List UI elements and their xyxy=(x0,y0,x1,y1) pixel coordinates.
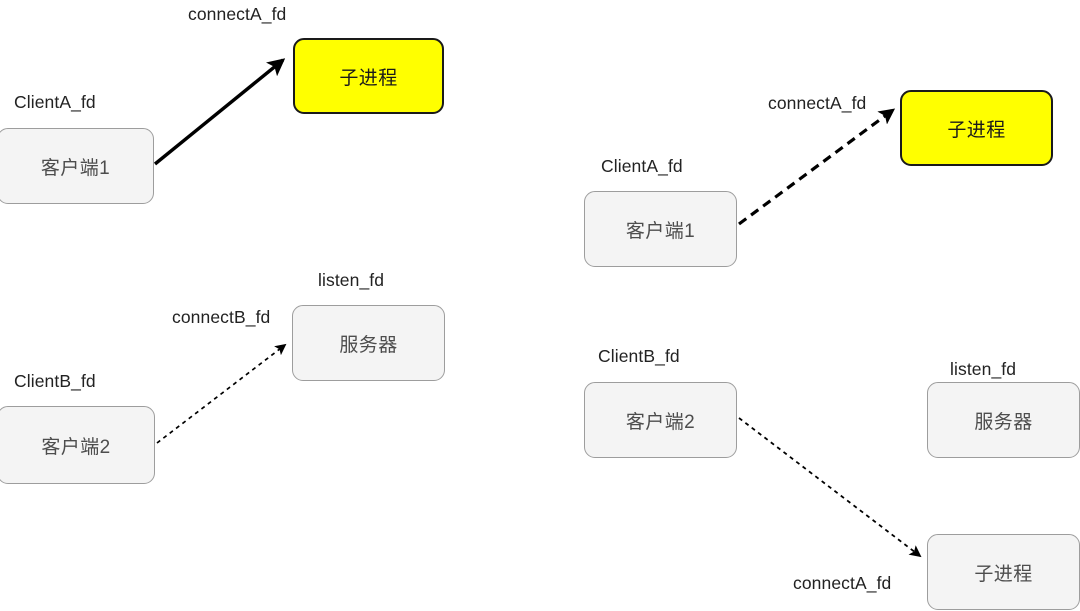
node-label: 客户端1 xyxy=(40,157,111,179)
node-left-client-2[interactable]: 客户端2 xyxy=(0,406,155,484)
edge-right-client1-to-child xyxy=(738,108,896,226)
node-left-server[interactable]: 服务器 xyxy=(292,305,445,381)
node-left-client-1[interactable]: 客户端1 xyxy=(0,128,154,204)
label-left-connectB-fd: connectB_fd xyxy=(172,307,271,327)
label-left-connectA-fd: connectA_fd xyxy=(188,4,287,24)
label-right-connectA-fd-bottom: connectA_fd xyxy=(793,573,892,593)
node-label: 子进程 xyxy=(947,119,1006,141)
node-right-child-process-a[interactable]: 子进程 xyxy=(900,90,1053,166)
node-right-client-1[interactable]: 客户端1 xyxy=(584,191,737,267)
label-left-clientB-fd: ClientB_fd xyxy=(14,371,96,391)
node-label: 客户端1 xyxy=(625,220,696,242)
edge-right-client2-to-child xyxy=(738,417,922,558)
node-label: 子进程 xyxy=(339,67,398,89)
label-left-clientA-fd: ClientA_fd xyxy=(14,92,96,112)
node-right-client-2[interactable]: 客户端2 xyxy=(584,382,737,458)
node-label: 子进程 xyxy=(974,563,1033,585)
label-right-listen-fd: listen_fd xyxy=(950,359,1017,379)
edge-left-client1-to-child xyxy=(153,58,286,166)
node-right-child-process-b[interactable]: 子进程 xyxy=(927,534,1080,610)
label-right-clientA-fd: ClientA_fd xyxy=(601,156,683,176)
label-right-clientB-fd: ClientB_fd xyxy=(598,346,680,366)
node-label: 客户端2 xyxy=(625,411,696,433)
node-label: 服务器 xyxy=(339,334,398,356)
node-label: 服务器 xyxy=(974,411,1033,433)
node-right-server[interactable]: 服务器 xyxy=(927,382,1080,458)
label-left-listen-fd: listen_fd xyxy=(318,270,385,290)
node-left-child-process[interactable]: 子进程 xyxy=(293,38,444,114)
label-right-connectA-fd-top: connectA_fd xyxy=(768,93,867,113)
node-label: 客户端2 xyxy=(41,436,111,458)
edge-left-client2-to-server xyxy=(156,343,287,444)
